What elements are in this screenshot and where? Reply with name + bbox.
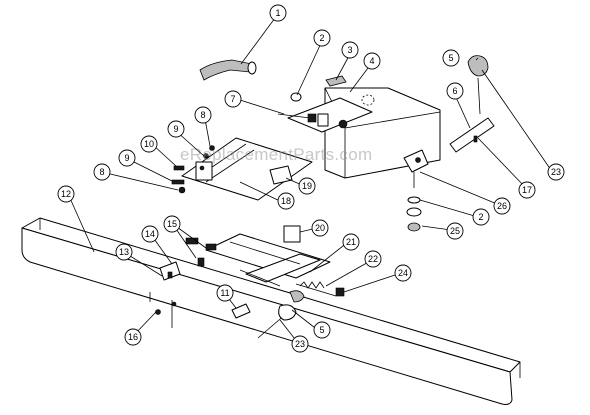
- callout-7: 7: [224, 90, 242, 108]
- callout-18: 18: [277, 192, 295, 210]
- watermark-text: eReplacementParts.com: [180, 145, 372, 164]
- callout-12: 12: [57, 185, 75, 203]
- washer-part: [290, 92, 302, 102]
- svg-text:20: 20: [315, 223, 325, 233]
- svg-text:5: 5: [448, 53, 453, 63]
- svg-text:1: 1: [275, 8, 280, 18]
- callout-20: 20: [311, 219, 329, 237]
- callout-9-upper: 9: [167, 120, 185, 138]
- svg-text:22: 22: [368, 254, 378, 264]
- svg-text:26: 26: [497, 201, 507, 211]
- callout-1: 1: [269, 4, 287, 22]
- svg-text:18: 18: [281, 196, 291, 206]
- callout-9-lower: 9: [118, 149, 136, 167]
- bracket-part: [205, 225, 331, 287]
- callout-13: 13: [115, 243, 133, 261]
- knob-rod-part: [403, 55, 495, 188]
- callout-2-lower: 2: [472, 208, 490, 226]
- callout-5-upper: 5: [442, 49, 460, 67]
- plate-part: [181, 137, 313, 201]
- svg-text:14: 14: [145, 229, 155, 239]
- svg-text:2: 2: [319, 33, 324, 43]
- callout-8-upper: 8: [194, 106, 212, 124]
- svg-text:12: 12: [61, 189, 71, 199]
- svg-text:8: 8: [200, 110, 205, 120]
- svg-text:9: 9: [124, 153, 129, 163]
- svg-text:6: 6: [452, 86, 457, 96]
- callout-16: 16: [124, 328, 142, 346]
- callout-3: 3: [341, 41, 359, 59]
- block-19-part: [269, 165, 293, 185]
- svg-text:13: 13: [119, 247, 129, 257]
- fence-bar-part: [21, 217, 521, 405]
- svg-text:21: 21: [346, 237, 356, 247]
- svg-text:17: 17: [522, 185, 532, 195]
- callout-22: 22: [364, 250, 382, 268]
- svg-text:7: 7: [230, 94, 235, 104]
- svg-text:16: 16: [128, 332, 138, 342]
- callout-2-upper: 2: [313, 29, 331, 47]
- pin-part: [277, 113, 329, 127]
- svg-text:8: 8: [99, 167, 104, 177]
- callout-17: 17: [518, 181, 536, 199]
- callout-15: 15: [163, 215, 181, 233]
- callout-19: 19: [298, 177, 316, 195]
- hardware-group: [155, 221, 345, 339]
- svg-text:23: 23: [295, 339, 305, 349]
- callout-5-lower: 5: [313, 321, 331, 339]
- callout-21: 21: [342, 233, 360, 251]
- washer-nut-stack: [406, 196, 422, 232]
- callout-4: 4: [363, 52, 381, 70]
- callout-26: 26: [493, 197, 511, 215]
- callout-25: 25: [446, 222, 464, 240]
- svg-text:25: 25: [450, 226, 460, 236]
- svg-text:10: 10: [144, 139, 154, 149]
- svg-text:3: 3: [347, 45, 352, 55]
- callout-14: 14: [141, 225, 159, 243]
- svg-text:4: 4: [369, 56, 374, 66]
- svg-text:5: 5: [319, 325, 324, 335]
- callout-23-lower: 23: [291, 335, 309, 353]
- svg-text:11: 11: [220, 288, 229, 298]
- callout-23-upper: 23: [547, 163, 565, 181]
- callout-8-lower: 8: [93, 163, 111, 181]
- svg-text:24: 24: [398, 268, 408, 278]
- callout-6: 6: [446, 82, 464, 100]
- callout-24: 24: [394, 264, 412, 282]
- bolt-group-left: [171, 145, 215, 194]
- svg-text:15: 15: [167, 219, 177, 229]
- callout-10: 10: [140, 135, 158, 153]
- svg-text:19: 19: [302, 181, 312, 191]
- svg-text:2: 2: [478, 212, 483, 222]
- svg-text:9: 9: [173, 124, 178, 134]
- wedge-part: [325, 75, 347, 87]
- lever-handle-part: [199, 59, 257, 81]
- svg-text:23: 23: [551, 167, 561, 177]
- callout-11: 11: [216, 284, 234, 302]
